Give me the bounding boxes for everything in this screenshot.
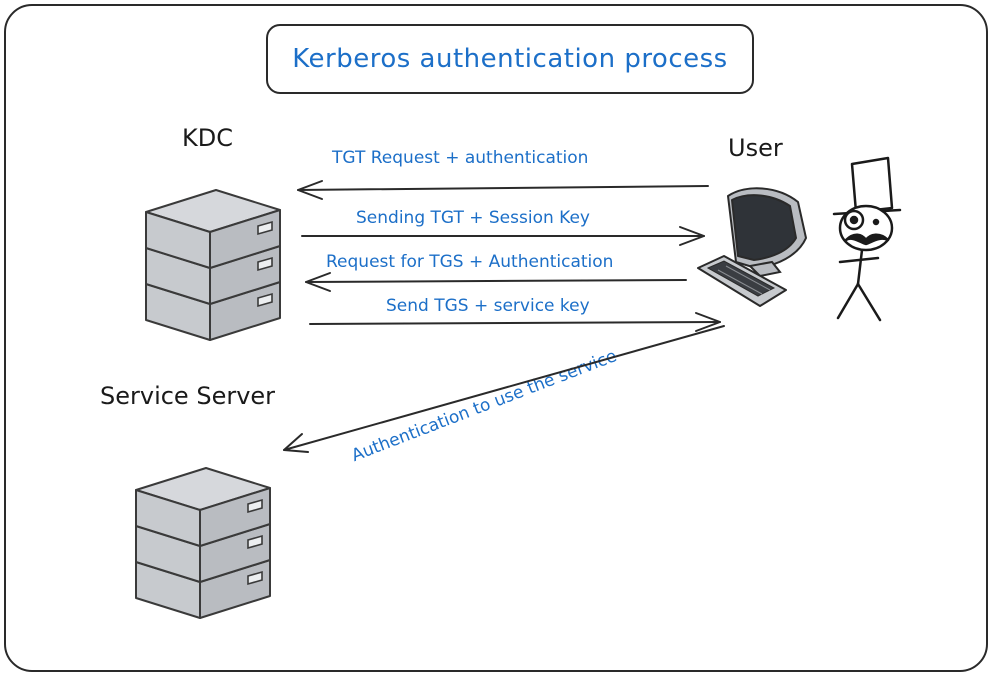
service-server-icon [135,467,271,619]
message-tgt-request: TGT Request + authentication [332,148,589,168]
arrow-send-tgs [309,312,721,332]
arrow-auth-service [283,325,725,453]
kdc-server-icon [145,189,281,341]
service-server-label: Service Server [100,382,276,410]
user-label: User [728,134,783,162]
user-figure-icon [832,156,902,322]
diagram-title: Kerberos authentication process [292,44,728,74]
diagram-frame [4,4,988,672]
title-box: Kerberos authentication process [266,24,754,94]
kdc-label: KDC [182,124,233,152]
message-sending-tgt: Sending TGT + Session Key [356,208,590,228]
arrow-sending-tgt [301,226,705,246]
message-send-tgs: Send TGS + service key [386,296,590,316]
arrow-tgt-request [297,180,709,200]
message-request-tgs: Request for TGS + Authentication [326,252,614,272]
computer-icon [697,187,807,307]
arrow-request-tgs [305,272,687,292]
